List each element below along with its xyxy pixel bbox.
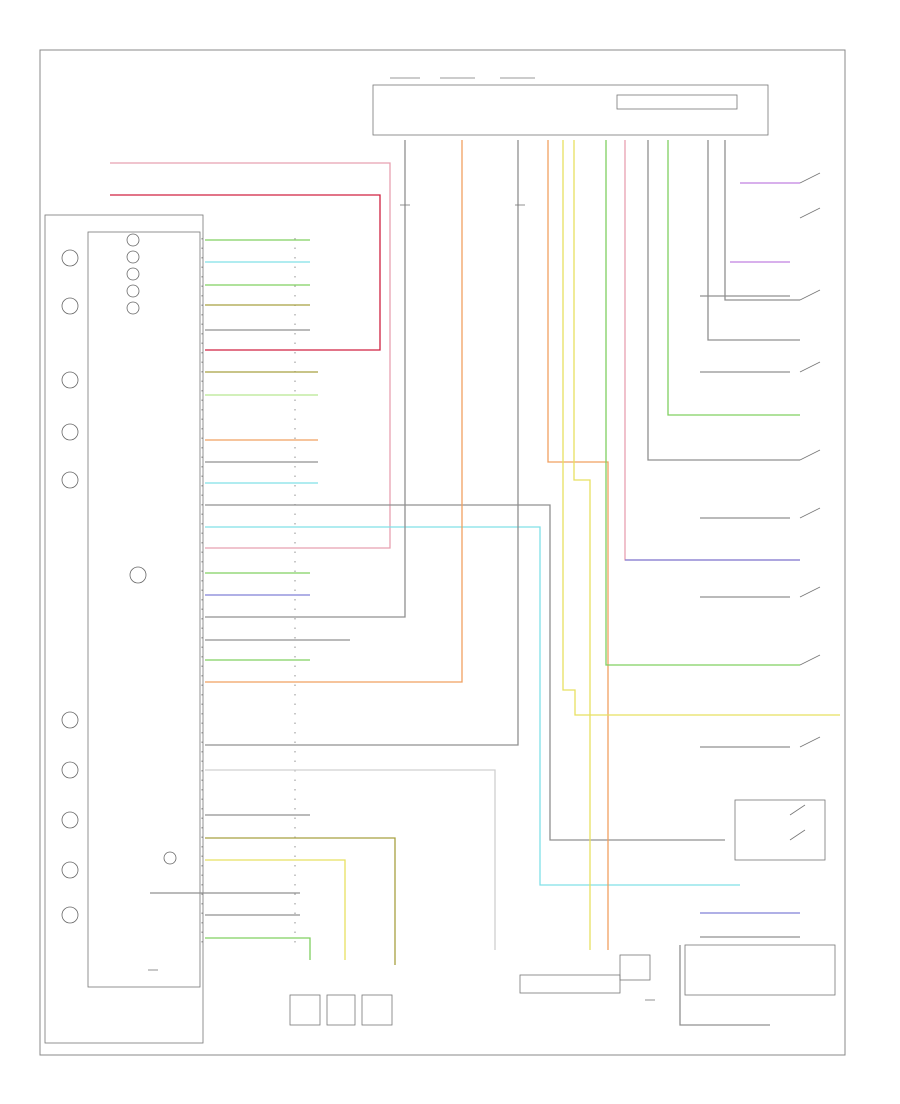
wire-olive	[205, 837, 396, 965]
gauge-icon	[61, 471, 79, 489]
wire-lightgray	[205, 769, 496, 950]
switch-icon	[799, 507, 821, 519]
switch-icon	[799, 654, 821, 666]
gauge-icon	[61, 811, 79, 829]
switch-icon	[799, 361, 821, 373]
wire-gray-right-2	[707, 140, 800, 341]
multi-switch-box	[734, 799, 826, 861]
diagram-frame	[39, 49, 846, 1056]
gauge-icon	[61, 861, 79, 879]
wire-orange-down	[547, 265, 609, 950]
gauge-icon	[61, 371, 79, 389]
switch-icon	[799, 449, 821, 461]
module-box-5	[684, 944, 836, 996]
cluster-inner-box	[87, 231, 201, 988]
module-box-2	[326, 994, 356, 1026]
switch-icon	[799, 289, 821, 301]
wire-green-lamp	[205, 937, 311, 960]
gauge-icon	[61, 906, 79, 924]
bulb-icon	[126, 250, 140, 264]
switch-icon	[799, 172, 821, 184]
wire-pink-right	[624, 140, 800, 561]
module-box-3	[361, 994, 393, 1026]
switch-icon	[799, 736, 821, 748]
switch-icon	[789, 829, 806, 841]
ground-symbols	[148, 204, 655, 1001]
bulb-icon	[129, 566, 147, 584]
bulb-icon	[126, 301, 140, 315]
switch-icon	[789, 804, 806, 816]
module-box-1	[289, 994, 321, 1026]
wire-gray-fuse-2	[205, 140, 519, 746]
gauge-icon	[61, 297, 79, 315]
gauge-icons	[61, 233, 177, 924]
bulb-icon	[126, 267, 140, 281]
bulb-icon	[126, 233, 140, 247]
wire-yellow-lamp	[205, 859, 346, 960]
gauge-icon	[61, 249, 79, 267]
wire-gray-fuse	[205, 140, 406, 618]
wire-green-right-2	[667, 140, 800, 416]
bulb-icon	[163, 851, 177, 865]
wire-yellow-down	[573, 140, 591, 950]
wire-gray-right	[647, 140, 800, 461]
wire-gray-run	[205, 504, 725, 841]
gauge-icon	[61, 711, 79, 729]
wire-green-right	[605, 140, 800, 666]
wire-pink-feed	[110, 162, 391, 549]
wire-orange-fuse	[205, 140, 463, 683]
gauge-icon	[61, 761, 79, 779]
connector-pins	[201, 238, 296, 945]
switch-icon	[799, 586, 821, 598]
instrument-cluster-box	[44, 214, 204, 1044]
gauge-icon	[61, 423, 79, 441]
switch-symbols	[734, 172, 826, 861]
wire-yellow-right	[562, 140, 840, 716]
bulb-icon	[126, 284, 140, 298]
wire-gray-bottom	[679, 945, 770, 1026]
wires	[110, 140, 840, 1026]
wire-red-feed	[110, 194, 381, 351]
fuse-junction-box	[372, 84, 769, 136]
module-header	[616, 94, 738, 110]
switch-icon	[799, 207, 821, 219]
wire-cyan-run	[205, 526, 740, 886]
module-box-4	[519, 974, 621, 994]
wire-gray-right-3	[724, 140, 800, 301]
module-box-6	[619, 954, 651, 981]
